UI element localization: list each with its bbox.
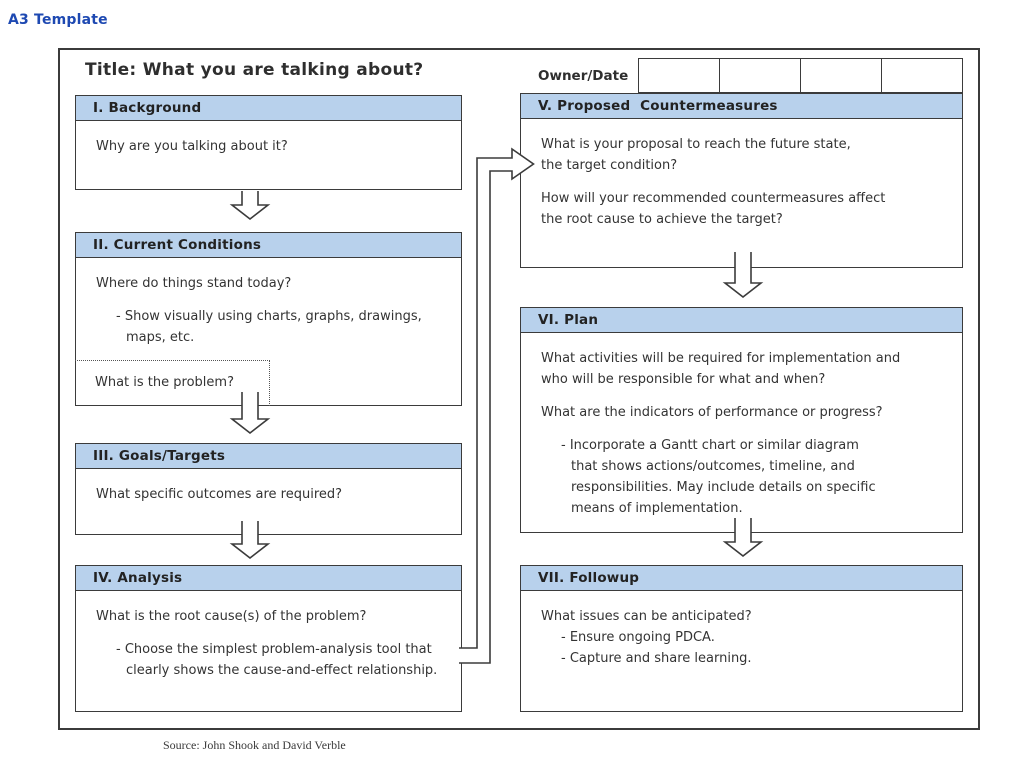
- section-analysis: IV. Analysis What is the root cause(s) o…: [75, 565, 462, 712]
- owner-date-cell: [719, 59, 800, 92]
- text-line: - Capture and share learning.: [561, 651, 752, 666]
- section-analysis-body: What is the root cause(s) of the problem…: [76, 591, 461, 681]
- section-background-body: Why are you talking about it?: [76, 121, 461, 157]
- text-line: - Choose the simplest problem-analysis t…: [116, 642, 432, 657]
- source-note: Source: John Shook and David Verble: [163, 738, 346, 752]
- text-line: maps, etc.: [126, 330, 195, 345]
- text-line: who will be responsible for what and whe…: [541, 372, 826, 387]
- section-proposed-countermeasures: V. Proposed Countermeasures What is your…: [520, 93, 963, 268]
- text-line: the target condition?: [541, 158, 678, 173]
- section-current-conditions-header: II. Current Conditions: [76, 233, 461, 258]
- form-title: Title: What you are talking about?: [85, 60, 424, 80]
- section-background: I. Background Why are you talking about …: [75, 95, 462, 190]
- section-analysis-header: IV. Analysis: [76, 566, 461, 591]
- text-line: clearly shows the cause-and-effect relat…: [126, 663, 438, 678]
- text-line: What activities will be required for imp…: [541, 351, 901, 366]
- owner-date-cell: [881, 59, 962, 92]
- section-followup-body: What issues can be anticipated? - Ensure…: [521, 591, 962, 669]
- owner-date-cell: [639, 59, 719, 92]
- text-line: the root cause to achieve the target?: [541, 212, 783, 227]
- text-line: What are the indicators of performance o…: [541, 405, 883, 420]
- text-line: What specific outcomes are required?: [96, 487, 343, 502]
- text-line: - Ensure ongoing PDCA.: [561, 630, 715, 645]
- text-line: Why are you talking about it?: [96, 139, 288, 154]
- text-line: - Incorporate a Gantt chart or similar d…: [561, 438, 859, 453]
- text-line: What issues can be anticipated?: [541, 609, 752, 624]
- owner-date-label: Owner/Date: [538, 68, 629, 84]
- text-line: that shows actions/outcomes, timeline, a…: [571, 459, 855, 474]
- section-current-conditions: II. Current Conditions Where do things s…: [75, 232, 462, 406]
- section-proposed-countermeasures-header: V. Proposed Countermeasures: [521, 94, 962, 119]
- section-proposed-countermeasures-body: What is your proposal to reach the futur…: [521, 119, 962, 230]
- owner-date-cell: [800, 59, 881, 92]
- section-followup-header: VII. Followup: [521, 566, 962, 591]
- text-line: What is your proposal to reach the futur…: [541, 137, 851, 152]
- text-line: How will your recommended countermeasure…: [541, 191, 886, 206]
- text-line: means of implementation.: [571, 501, 743, 516]
- section-goals-targets-body: What specific outcomes are required?: [76, 469, 461, 505]
- text-line: responsibilities. May include details on…: [571, 480, 876, 495]
- section-plan-body: What activities will be required for imp…: [521, 333, 962, 519]
- section-current-conditions-body: Where do things stand today? - Show visu…: [76, 258, 461, 348]
- section-goals-targets-header: III. Goals/Targets: [76, 444, 461, 469]
- section-followup: VII. Followup What issues can be anticip…: [520, 565, 963, 712]
- section-plan-header: VI. Plan: [521, 308, 962, 333]
- owner-date-cells: [638, 58, 963, 93]
- problem-note-text: What is the problem?: [95, 375, 234, 390]
- text-line: Where do things stand today?: [96, 276, 292, 291]
- text-line: - Show visually using charts, graphs, dr…: [116, 309, 422, 324]
- section-background-header: I. Background: [76, 96, 461, 121]
- section-plan: VI. Plan What activities will be require…: [520, 307, 963, 533]
- page-title: A3 Template: [8, 12, 108, 28]
- text-line: What is the root cause(s) of the problem…: [96, 609, 367, 624]
- problem-note-box: What is the problem?: [75, 360, 270, 406]
- section-goals-targets: III. Goals/Targets What specific outcome…: [75, 443, 462, 535]
